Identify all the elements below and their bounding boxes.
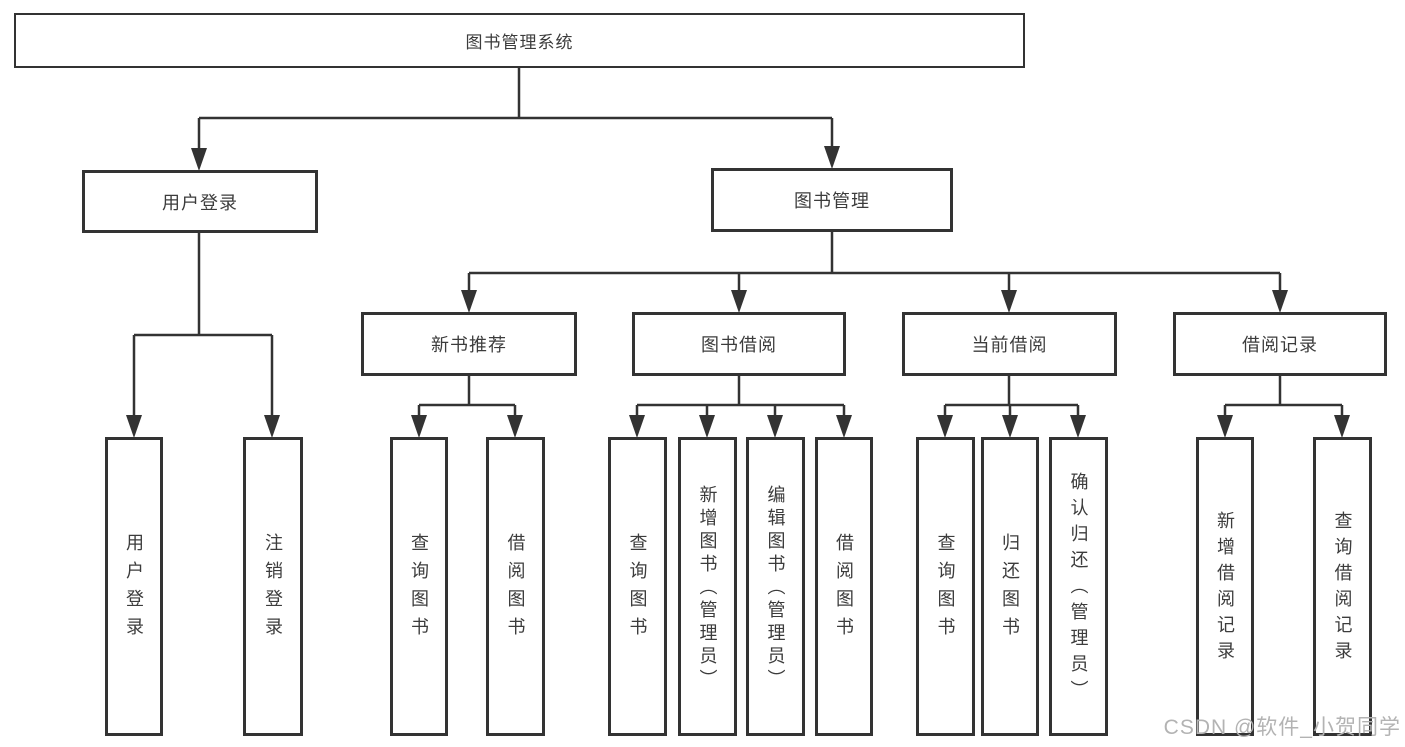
node-leaf-return-books: 归还图书 [981,437,1039,736]
node-leaf-query-books-borrow: 查询图书 [608,437,667,736]
node-leaf-edit-books-admin: 编辑图书（管理员） [746,437,805,736]
node-leaf-query-borrow-record: 查询借阅记录 [1313,437,1372,736]
node-leaf-query-books-recommend: 查询图书 [390,437,448,736]
node-leaf-borrow-books: 借阅图书 [815,437,873,736]
connector-current-borrow-to-leaves [943,376,1080,415]
node-book-borrow: 图书借阅 [632,312,846,376]
connector-borrow-record-to-leaves [1223,376,1344,415]
arrowheads [126,146,1350,438]
node-leaf-add-borrow-record: 新增借阅记录 [1196,437,1254,736]
node-system-root: 图书管理系统 [14,13,1025,68]
node-leaf-confirm-return-admin: 确认归还（管理员） [1049,437,1108,736]
node-leaf-borrow-books-recommend: 借阅图书 [486,437,545,736]
connector-book-mgmt-to-modules [467,232,1282,290]
node-leaf-query-books-current: 查询图书 [916,437,975,736]
node-leaf-user-login: 用户登录 [105,437,163,736]
node-current-borrow: 当前借阅 [902,312,1117,376]
connector-root-to-level2 [197,68,834,150]
node-leaf-add-books-admin: 新增图书（管理员） [678,437,737,736]
node-book-management-branch: 图书管理 [711,168,953,232]
node-leaf-logout: 注销登录 [243,437,303,736]
connector-new-book-to-leaves [417,376,517,415]
node-borrow-record: 借阅记录 [1173,312,1387,376]
node-new-book-recommend: 新书推荐 [361,312,577,376]
node-user-login-branch: 用户登录 [82,170,318,233]
connector-user-login-to-leaves [132,233,274,415]
connector-book-borrow-to-leaves [635,376,846,415]
